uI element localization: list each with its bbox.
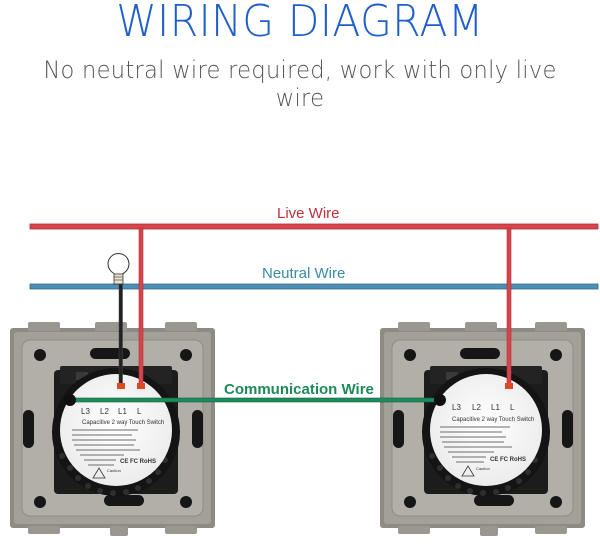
terminal-l: L: [137, 407, 142, 416]
left-switch: [9, 321, 216, 537]
terminal-l2: L2: [100, 407, 109, 416]
left-switch-label: L3 L2 L1 L Capacitive 2 way Touch Switch…: [72, 407, 164, 479]
live-drop-right: [506, 227, 512, 389]
lightbulb-icon: [107, 253, 130, 285]
page-subtitle: No neutral wire required, work with only…: [43, 56, 557, 112]
label-title: Capacitive 2 way Touch Switch: [82, 420, 164, 426]
certifications: CE FC RoHS: [490, 457, 526, 463]
certifications: CE FC RoHS: [120, 459, 156, 465]
neutral-wire-label: Neutral Wire: [262, 265, 346, 282]
comm-terminal-right: [434, 394, 446, 406]
live-terminal-right: [505, 383, 513, 389]
live-wire-label: Live Wire: [277, 205, 340, 222]
terminal-l3: L3: [452, 403, 461, 412]
caution-text: Caution: [476, 466, 490, 471]
live-wire: [29, 223, 599, 230]
load-wire: [118, 283, 123, 389]
terminal-l3: L3: [81, 407, 90, 416]
live-drop-left: [138, 227, 144, 389]
comm-terminal-left: [64, 394, 76, 406]
page-title: WIRING DIAGRAM: [116, 0, 484, 47]
caution-text: Caution: [107, 468, 121, 473]
right-switch: [379, 321, 586, 537]
communication-wire-label: Communication Wire: [224, 381, 374, 398]
load-terminal-left: [117, 383, 125, 389]
terminal-l2: L2: [472, 403, 481, 412]
terminal-l1: L1: [118, 407, 127, 416]
communication-wire: [67, 397, 441, 403]
terminal-l: L: [510, 403, 515, 412]
live-terminal-left: [137, 383, 145, 389]
label-title: Capacitive 2 way Touch Switch: [452, 417, 534, 423]
warning-icon: [461, 465, 475, 477]
warning-icon: [92, 467, 106, 479]
right-switch-label: L3 L2 L1 L Capacitive 2 way Touch Switch…: [440, 403, 534, 477]
neutral-wire: [29, 283, 599, 290]
terminal-l1: L1: [491, 403, 500, 412]
